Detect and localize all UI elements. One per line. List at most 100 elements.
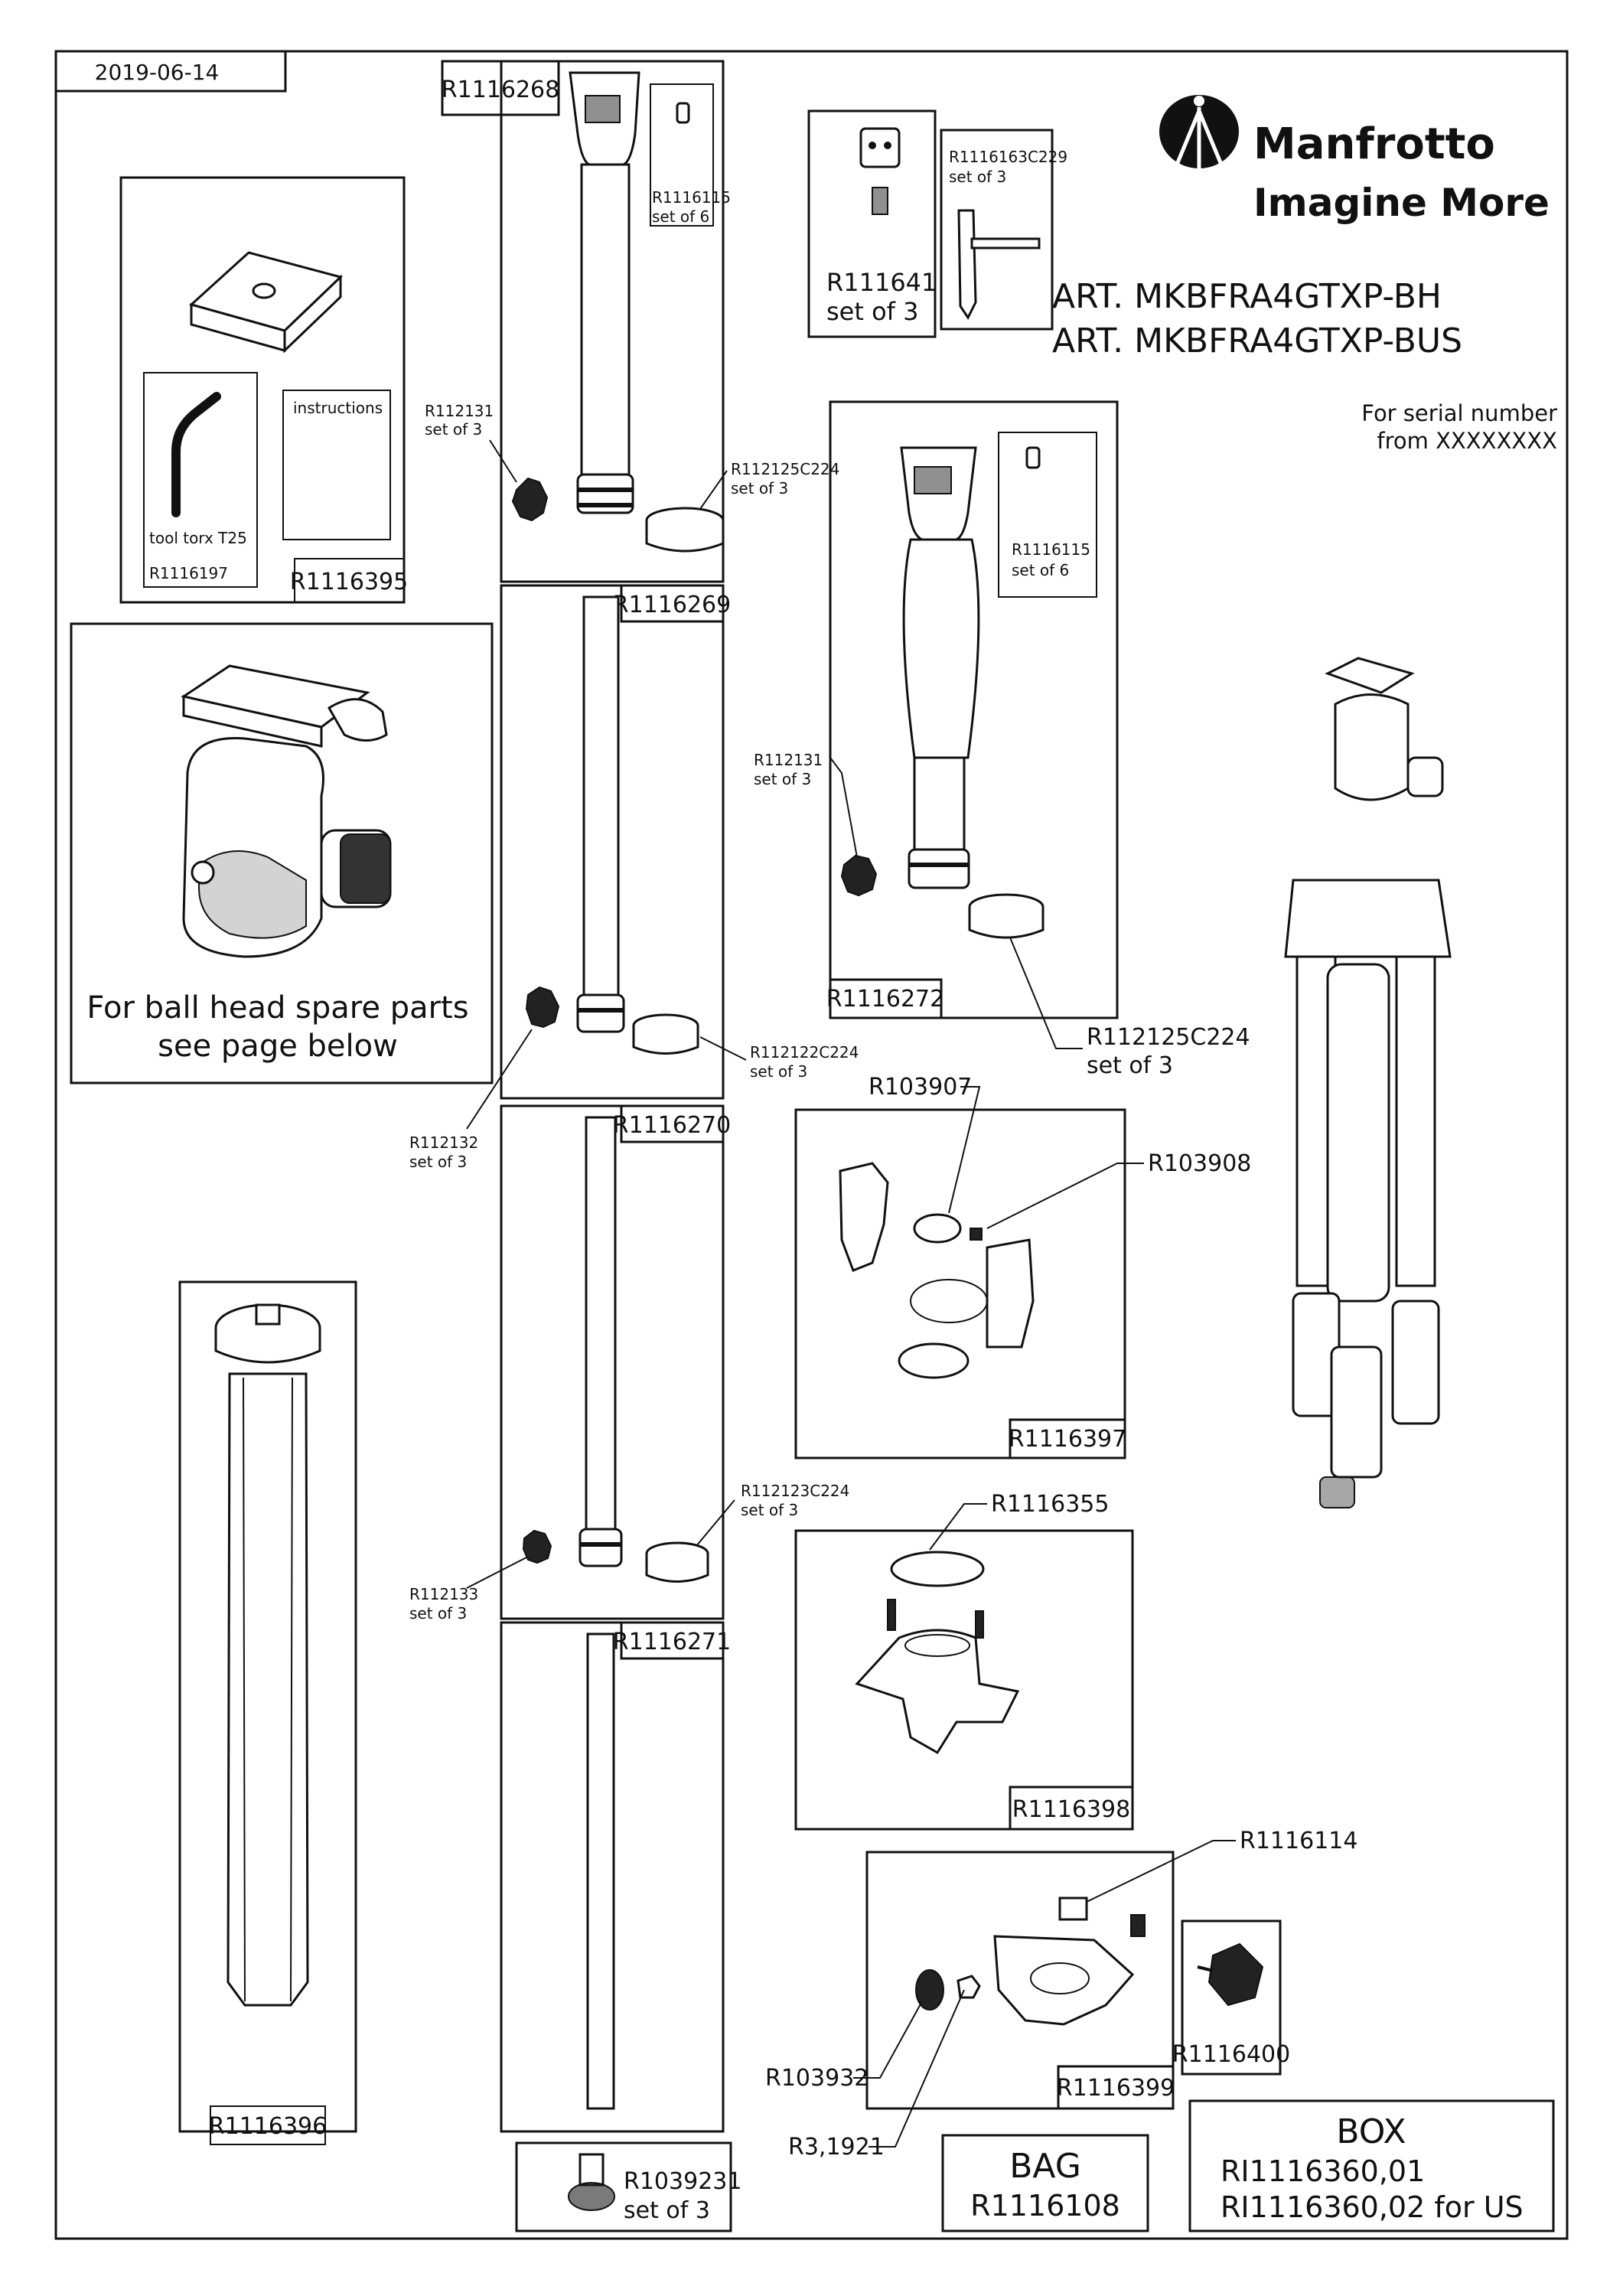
tool-label: tool torx T25 [149, 529, 247, 547]
callout-r112131-b: R112131 set of 3 [754, 751, 858, 858]
callout-r112125-a: R112125C224 set of 3 [699, 460, 839, 510]
svg-text:R112131: R112131 [425, 402, 494, 420]
box-block: BOX RI1116360,01 RI1116360,02 for US [1188, 2099, 1555, 2232]
svg-text:R1116114: R1116114 [1240, 1828, 1357, 1854]
ballhead-note-line-2: see page below [158, 1029, 398, 1064]
bag-block: BAG R1116108 [941, 2134, 1149, 2232]
kit-code-r1116269: R1116269 [613, 592, 731, 618]
kit-qty-r111641: set of 3 [826, 297, 918, 326]
kit-code-r111641: R111641 [826, 268, 937, 297]
manfrotto-logo-icon [1159, 95, 1239, 168]
kit-r1116268: R1116268 R1116115 set of 6 [441, 60, 731, 583]
brand-block: Manfrotto Imagine More [1159, 95, 1550, 225]
kit-code-r1116396: R1116396 [209, 2113, 327, 2140]
callout-r103908: R103908 [986, 1150, 1251, 1229]
svg-text:R112122C224: R112122C224 [750, 1043, 859, 1062]
leg-hinge-icon [915, 1896, 1146, 2026]
kit-code-r1116400: R1116400 [1172, 2041, 1290, 2068]
kit-code-r1116268: R1116268 [442, 77, 559, 103]
leg-lock-clamp-icon [839, 1162, 1035, 1379]
leg-angle-pin-icon [957, 209, 1041, 320]
sheet-frame [54, 50, 1569, 2240]
kit-r1039231: R1039231 set of 3 [515, 2141, 741, 2232]
kit-code-r1116399: R1116399 [1057, 2075, 1175, 2102]
svg-text:set of 3: set of 3 [754, 770, 811, 788]
brand-logo-text: Manfrotto [1253, 119, 1495, 169]
kit-code-r1116163c229: R1116163C229 [949, 148, 1067, 166]
svg-text:set of 3: set of 3 [741, 1501, 798, 1519]
tool-code: R1116197 [149, 564, 228, 582]
ball-head-icon [181, 664, 392, 958]
sub-qty-r1116272: set of 6 [1012, 561, 1069, 579]
kit-qty-r1116163c229: set of 3 [949, 168, 1006, 186]
kit-qty-r1039231: set of 3 [624, 2197, 710, 2224]
leg-angle-stop-icon [859, 127, 901, 215]
callout-r1116114: R1116114 [1086, 1828, 1357, 1903]
svg-text:R103908: R103908 [1148, 1150, 1251, 1177]
svg-text:R3,1921: R3,1921 [788, 2134, 885, 2161]
kit-code-r1116271: R1116271 [613, 1629, 731, 1655]
svg-text:set of 3: set of 3 [409, 1604, 467, 1623]
svg-text:R1116355: R1116355 [991, 1491, 1109, 1518]
kit-code-r1116270: R1116270 [613, 1112, 731, 1139]
brand-tagline: Imagine More [1253, 181, 1550, 225]
date-label: 2019-06-14 [95, 60, 220, 85]
box-title: BOX [1336, 2112, 1406, 2151]
callout-r112125-b: R112125C224 set of 3 [1009, 937, 1250, 1079]
svg-text:R103907: R103907 [869, 1074, 972, 1101]
kit-r1116163c229: R1116163C229 set of 3 [940, 129, 1067, 331]
kit-r1116271: R1116271 [500, 1621, 731, 2133]
kit-r1116400: R1116400 [1172, 1919, 1290, 2076]
bag-title: BAG [1009, 2147, 1081, 2186]
leg-knob-icon [1197, 1942, 1264, 2007]
spider-casting-icon [855, 1551, 1020, 1755]
kit-r1116395: tool torx T25 R1116197 instructions R111… [119, 176, 408, 604]
kit-code-r1116272: R1116272 [826, 986, 944, 1013]
box-code-1: RI1116360,01 [1221, 2154, 1425, 2188]
ballhead-reference: For ball head spare parts see page below [70, 622, 494, 1084]
upper-leg-grip-icon [900, 446, 980, 889]
kit-r111641: R111641 set of 3 [807, 109, 937, 338]
svg-text:set of 3: set of 3 [425, 420, 482, 439]
svg-text:R103932: R103932 [765, 2065, 869, 2092]
leg-lock-nut-icon [511, 477, 549, 522]
kit-r1116269: R1116269 [500, 584, 731, 1100]
svg-text:set of 3: set of 3 [750, 1062, 807, 1081]
kit-code-r1116395: R1116395 [290, 569, 408, 595]
kit-r1116270: R1116270 [500, 1104, 731, 1620]
leg-tube-3-icon [585, 1116, 617, 1532]
box-code-2: RI1116360,02 for US [1221, 2190, 1524, 2224]
svg-text:R112132: R112132 [409, 1133, 478, 1152]
svg-text:R112125C224: R112125C224 [731, 460, 839, 478]
callout-r112123: R112123C224 set of 3 [696, 1482, 849, 1547]
serial-line-2: from XXXXXXXX [1377, 428, 1557, 454]
serial-line-1: For serial number [1361, 400, 1557, 426]
collar-ring-icon [645, 507, 725, 553]
sub-code-r1116268: R1116115 [652, 188, 731, 207]
sub-code-r1116272: R1116115 [1012, 540, 1090, 559]
callout-r1116355: R1116355 [929, 1491, 1109, 1551]
callout-r112133: R112133 set of 3 [409, 1557, 527, 1623]
callout-r103932: R103932 [765, 2001, 923, 2092]
svg-text:R112123C224: R112123C224 [741, 1482, 849, 1500]
callout-r103907: R103907 [869, 1074, 981, 1214]
upper-leg-icon [569, 71, 640, 514]
svg-text:set of 3: set of 3 [409, 1153, 467, 1171]
kit-r1116399: R1116399 [865, 1851, 1175, 2110]
ballhead-note-line-1: For ball head spare parts [86, 990, 468, 1026]
leg-foot-screw-icon [568, 2153, 615, 2211]
svg-text:R112125C224: R112125C224 [1087, 1024, 1250, 1051]
kit-code-r1116398: R1116398 [1012, 1796, 1130, 1823]
callout-r112132: R112132 set of 3 [409, 1029, 533, 1171]
assembled-tripod-icon [1284, 657, 1452, 1508]
sub-qty-r1116268: set of 6 [652, 207, 709, 226]
article-number-bus: ART. MKBFRA4GTXP-BUS [1052, 321, 1462, 360]
bag-code: R1116108 [970, 2189, 1120, 2223]
svg-text:R112131: R112131 [754, 751, 823, 769]
kit-code-r1116397: R1116397 [1009, 1426, 1126, 1453]
svg-text:set of 3: set of 3 [731, 479, 788, 497]
kit-r1116272: R1116272 R1116115 set of 6 [826, 400, 1119, 1019]
svg-text:set of 3: set of 3 [1087, 1052, 1173, 1079]
instructions-label: instructions [293, 399, 383, 417]
center-column-icon [214, 1303, 321, 2007]
